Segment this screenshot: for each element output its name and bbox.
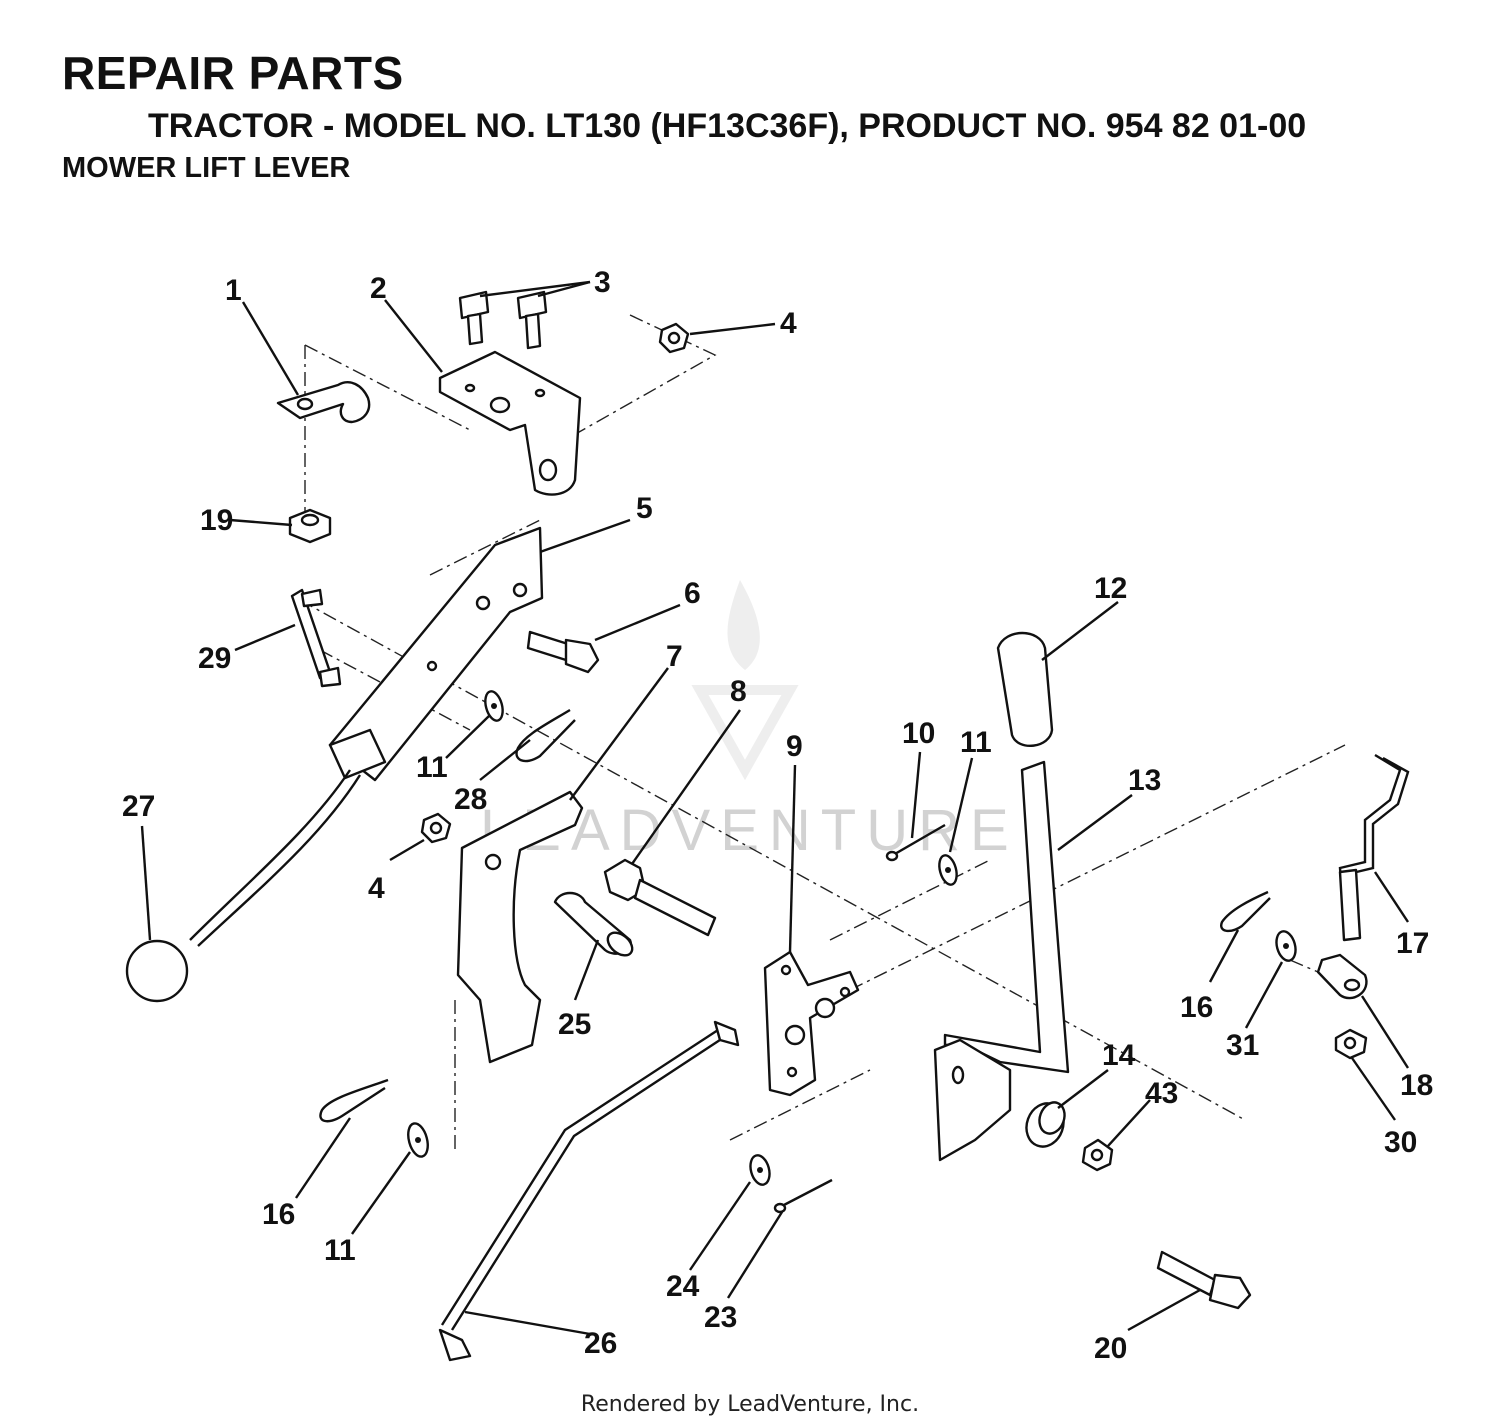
part-nut-43: [1081, 1138, 1114, 1172]
callout-11-upper: 11: [416, 751, 448, 784]
callout-2: 2: [370, 272, 387, 305]
callout-16-right: 16: [1180, 991, 1213, 1024]
part-spacer: [553, 891, 634, 957]
watermark-logo: [691, 580, 799, 781]
callout-8: 8: [730, 675, 747, 708]
callout-31: 31: [1226, 1029, 1259, 1062]
part-bolt-8: [603, 858, 717, 937]
callout-11-lower: 11: [324, 1234, 356, 1267]
part-nut-30: [1334, 1028, 1368, 1060]
part-lift-arm: [189, 526, 544, 947]
callout-14: 14: [1102, 1039, 1136, 1072]
callout-26: 26: [584, 1327, 617, 1360]
callout-3: 3: [594, 266, 611, 299]
callout-16-left: 16: [262, 1198, 295, 1231]
callout-30: 30: [1384, 1126, 1417, 1159]
callout-1: 1: [225, 274, 242, 307]
leader-lines: [140, 280, 1410, 1336]
part-lift-rod: [438, 1020, 740, 1362]
part-cotter-pin: [885, 823, 946, 862]
part-plate: [763, 950, 860, 1097]
part-bracket-7: [456, 790, 584, 1064]
part-hairpin-16: [319, 890, 1271, 1123]
callout-19: 19: [200, 504, 233, 537]
part-bracket: [438, 350, 582, 496]
part-washer: [407, 690, 958, 1158]
callout-29: 29: [198, 642, 231, 675]
part-adjust-rod: [1338, 753, 1410, 942]
callout-13: 13: [1128, 764, 1161, 797]
render-credit: Rendered by LeadVenture, Inc.: [580, 1392, 920, 1417]
callout-28: 28: [454, 783, 487, 816]
callout-7: 7: [666, 640, 683, 673]
callout-18: 18: [1400, 1069, 1433, 1102]
callout-27: 27: [122, 790, 155, 823]
part-bolt-20: [1156, 1250, 1252, 1310]
callout-5: 5: [636, 492, 653, 525]
model-subtitle: TRACTOR - MODEL NO. LT130 (HF13C36F), PR…: [148, 107, 1307, 145]
part-hairpin-28: [515, 708, 576, 763]
alignment-lines: [299, 314, 1361, 1150]
callout-43: 43: [1145, 1077, 1178, 1110]
part-bolts: [458, 290, 548, 350]
section-title: MOWER LIFT LEVER: [62, 152, 351, 184]
callout-20: 20: [1094, 1332, 1127, 1365]
callout-6: 6: [684, 577, 701, 610]
callout-11-right: 11: [960, 726, 992, 759]
callout-25: 25: [558, 1008, 591, 1041]
part-cotter-23: [773, 1178, 833, 1214]
part-bushing: [1025, 1101, 1066, 1148]
callout-17: 17: [1396, 927, 1429, 960]
part-nut: [420, 322, 690, 844]
callout-24: 24: [666, 1270, 700, 1303]
part-bolt-6: [526, 630, 600, 674]
callout-10: 10: [902, 717, 935, 750]
part-handle-grip: [996, 631, 1054, 748]
callouts: 1 2 3 4 5 19 6 12 29 7 8 9 10 11 13 11 2…: [122, 266, 1433, 1365]
part-knob-ball: [125, 939, 189, 1003]
callout-4-mid: 4: [368, 872, 385, 905]
part-washer-31: [1275, 930, 1297, 962]
part-link: [290, 588, 342, 688]
part-trunnion: [1316, 953, 1368, 1000]
page-title: REPAIR PARTS: [62, 47, 404, 99]
callout-4-top: 4: [780, 307, 797, 340]
part-washer-24: [749, 1154, 771, 1186]
callout-23: 23: [704, 1301, 737, 1334]
part-nut-19: [288, 508, 332, 544]
callout-9: 9: [786, 730, 803, 763]
callout-12: 12: [1094, 572, 1127, 605]
part-lift-lever: [933, 760, 1070, 1162]
part-clip: [276, 381, 371, 424]
